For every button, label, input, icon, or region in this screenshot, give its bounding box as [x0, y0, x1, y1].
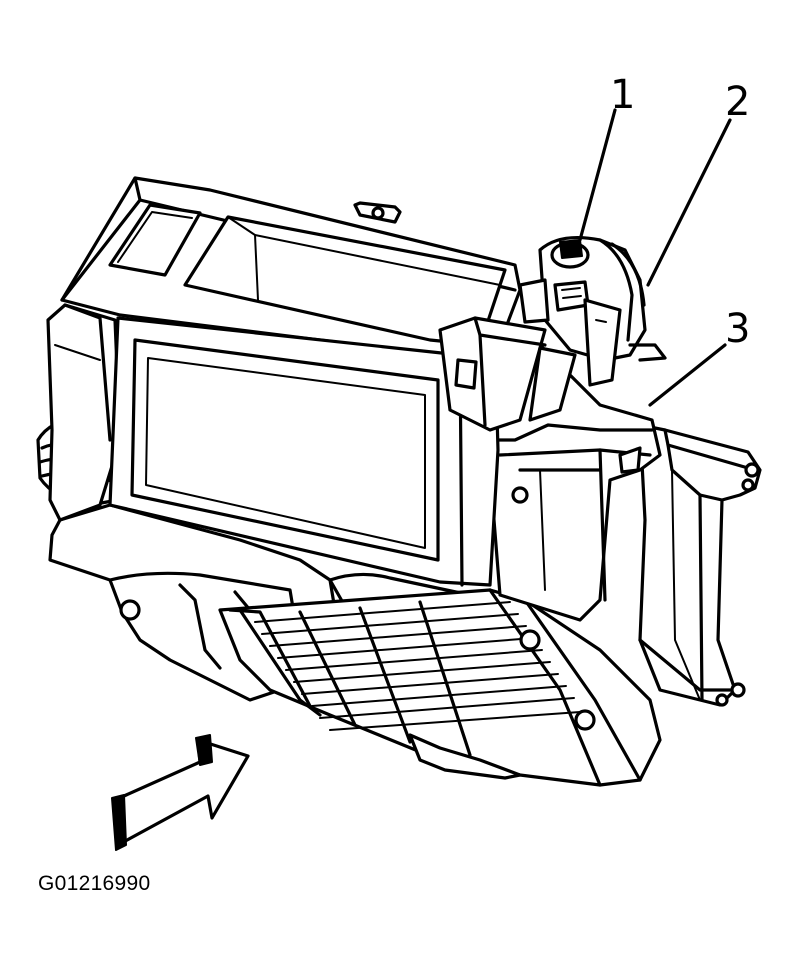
airflow-arrow-icon — [111, 734, 250, 851]
figure-id-label: G01216990 — [38, 872, 151, 895]
heater-core-grille — [218, 588, 662, 787]
upper-housing — [60, 176, 522, 357]
leader-line-1 — [578, 108, 617, 242]
callout-leaders — [578, 108, 732, 407]
front-outlet-frame — [108, 316, 500, 587]
callout-number-2: 2 — [725, 79, 750, 125]
leader-line-2 — [646, 118, 732, 287]
leader-line-3 — [648, 343, 727, 407]
actuator-block — [438, 316, 577, 432]
callout-number-3: 3 — [725, 306, 750, 352]
blend-door-actuator — [518, 235, 667, 387]
side-duct-housing — [638, 423, 762, 707]
callout-number-1: 1 — [610, 72, 635, 118]
left-side-wall — [46, 303, 122, 522]
